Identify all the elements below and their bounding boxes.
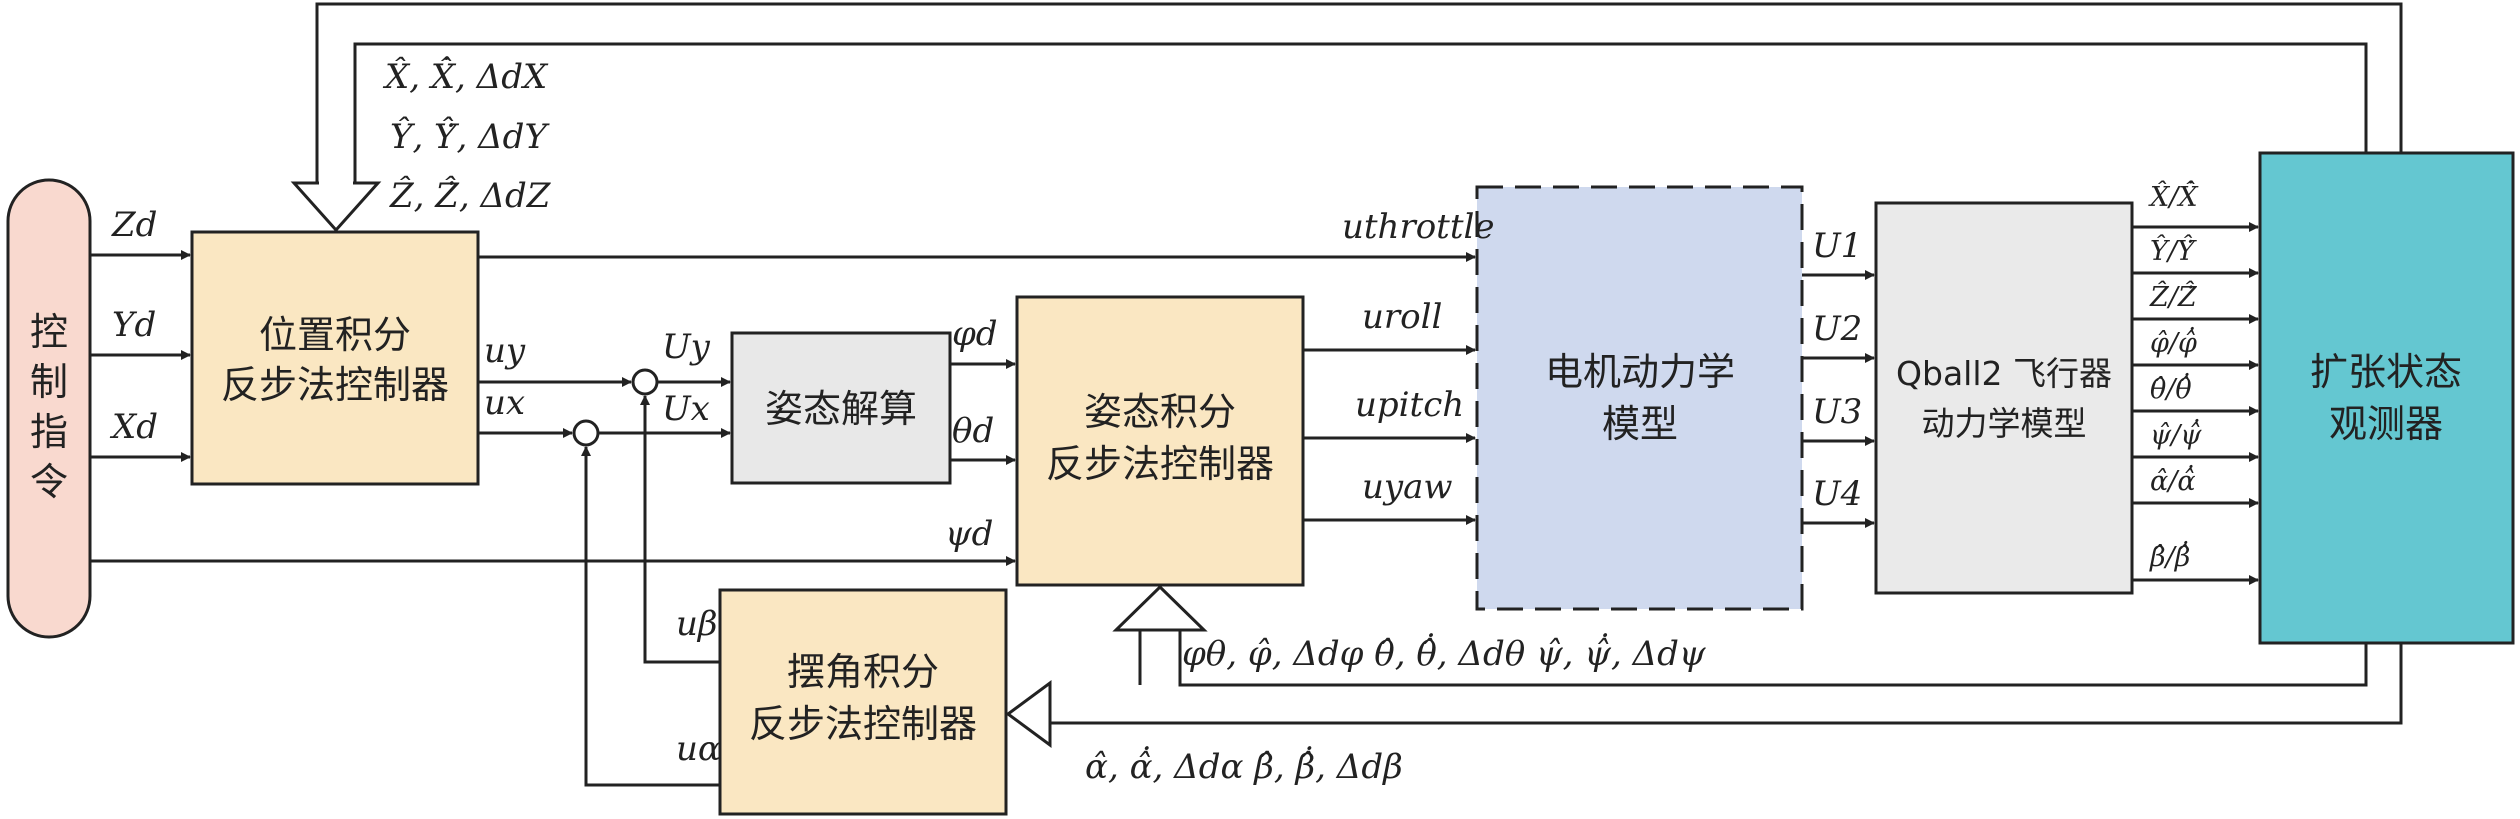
feedback-att-label: φθ, φ̂, Δdφ θ̂, θ̂̇, Δdθ ψ̂, ψ̂̇, Δdψ: [1182, 633, 1706, 674]
command-label-1: 控: [30, 310, 68, 354]
phid-label: φd: [952, 314, 998, 354]
eso-input-label-beta: β̂/β̂̇: [2149, 539, 2190, 573]
eso-block: [2258, 151, 2515, 645]
feedback-pos-x-label: X̂, X̂̇, ΔdX: [382, 56, 549, 97]
command-label-4: 令: [30, 460, 68, 504]
U3-label: U3: [1812, 392, 1862, 432]
motor-model-label-2: 模型: [1602, 402, 1678, 446]
motor-model-label-1: 电机动力学: [1545, 350, 1735, 394]
feedback-attitude-line: [1178, 630, 2368, 687]
Uy-label: Uy: [662, 327, 711, 367]
U2-label: U2: [1812, 309, 1862, 349]
u-pitch-label: upitch: [1355, 385, 1464, 425]
ubeta-line: [640, 395, 720, 664]
swing-controller-block: [718, 588, 1008, 816]
u-yaw-label: uyaw: [1362, 467, 1452, 507]
swing-controller-label-1: 摆角积分: [787, 650, 939, 694]
uy-label: uy: [484, 331, 526, 371]
position-controller-label-1: 位置积分: [259, 313, 411, 357]
eso-input-label-theta: θ̂/θ̂̇: [2150, 371, 2192, 405]
thetad-label: θd: [952, 411, 994, 451]
eso-label-2: 观测器: [2329, 402, 2443, 446]
u-roll-label: uroll: [1362, 297, 1442, 337]
eso-input-label-alpha: α̂/α̂̇: [2150, 463, 2196, 497]
swing-controller-label-2: 反步法控制器: [749, 702, 977, 746]
eso-input-arrows: [2132, 222, 2259, 585]
feedback-swing-arrowhead: [1005, 680, 1052, 748]
xd-label: Xd: [109, 407, 158, 447]
feedback-swing-label: α̂, α̂̇, Δdα β̂, β̂̇, Δdβ: [1085, 746, 1403, 787]
qball-model-label-2: 动力学模型: [1922, 404, 2087, 443]
eso-label-1: 扩张状态: [2310, 350, 2462, 394]
command-label-2: 制: [30, 360, 68, 404]
feedback-position-inner: [353, 42, 2368, 183]
attitude-controller-label-2: 反步法控制器: [1046, 442, 1274, 486]
eso-input-label-y: Ŷ/Ŷ̇: [2150, 234, 2197, 267]
feedback-swing-outer: [1050, 643, 2403, 725]
attitude-controller-label-1: 姿态积分: [1084, 390, 1236, 434]
sum-junction-y: [631, 368, 659, 396]
position-controller-block: [190, 230, 480, 486]
U1-label: U1: [1812, 226, 1862, 266]
feedback-pos-y-label: Ŷ, Ŷ̇, ΔdY: [390, 116, 550, 157]
feedback-attitude-arrowhead: [1112, 584, 1208, 632]
qball-model-block: [1874, 201, 2134, 595]
qball-model-label-1: Qball2 飞行器: [1896, 354, 2112, 393]
yd-label: Yd: [112, 305, 156, 345]
feedback-position-arrowhead: [290, 181, 382, 233]
command-block: [6, 178, 92, 639]
zd-label: Zd: [111, 205, 157, 245]
sum-junction-x: [572, 419, 600, 447]
attitude-solver-block: [730, 331, 952, 485]
command-label-3: 指: [30, 410, 68, 454]
u-throttle-label: uthrottle: [1342, 207, 1495, 247]
eso-input-label-psi: ψ̂/ψ̂̇: [2150, 417, 2202, 451]
Ux-label: Ux: [662, 389, 710, 429]
ualpha-line: [581, 446, 720, 787]
motor-model-block: [1475, 185, 1804, 611]
eso-input-label-x: X̂/X̂̇: [2148, 179, 2199, 213]
ualpha-label: uα: [676, 729, 721, 769]
eso-input-label-phi: φ̂/φ̂̇: [2150, 325, 2197, 359]
ux-label: ux: [484, 383, 525, 423]
psid-label: ψd: [945, 514, 993, 554]
ubeta-label: uβ: [676, 604, 718, 644]
eso-input-label-z: Ẑ/Ẑ̇: [2149, 280, 2198, 313]
position-controller-label-2: 反步法控制器: [221, 363, 449, 407]
feedback-pos-z-label: Ẑ, Ẑ̇, ΔdZ: [389, 175, 552, 216]
attitude-solver-label: 姿态解算: [765, 387, 917, 431]
U4-label: U4: [1812, 474, 1862, 514]
feedback-position-outer: [315, 2, 2403, 183]
attitude-controller-block: [1015, 295, 1305, 587]
